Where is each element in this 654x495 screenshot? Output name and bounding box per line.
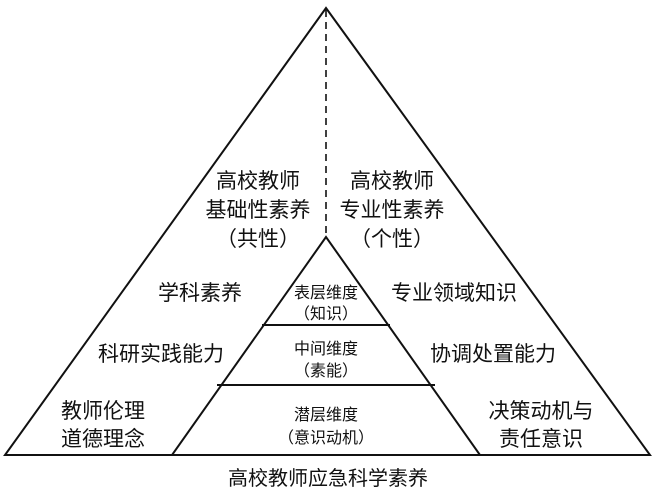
left-title-line-1: 高校教师 — [216, 169, 300, 193]
inner-latent-line-1: 潜层维度 — [294, 405, 358, 424]
right-item-coordination: 协调处置能力 — [430, 342, 556, 366]
right-item-decision-line-2: 责任意识 — [499, 427, 583, 451]
left-item-research: 科研实践能力 — [98, 342, 224, 366]
right-title-line-1: 高校教师 — [350, 169, 434, 193]
left-item-subject: 学科素养 — [158, 281, 242, 305]
diagram-caption: 高校教师应急科学素养 — [228, 466, 428, 490]
inner-latent-line-2: （意识动机） — [278, 428, 374, 447]
right-title-line-2: 专业性素养 — [340, 198, 445, 222]
inner-surface-line-2: （知识） — [294, 304, 358, 323]
left-title-line-2: 基础性素养 — [206, 198, 311, 222]
left-title-line-3: （共性） — [216, 227, 300, 251]
inner-triangle — [170, 235, 482, 456]
inner-middle-line-1: 中间维度 — [294, 339, 358, 358]
left-item-ethics-line-2: 道德理念 — [61, 427, 145, 451]
right-item-domain: 专业领域知识 — [391, 281, 517, 305]
outer-triangle — [3, 6, 652, 456]
right-title-line-3: （个性） — [350, 227, 434, 251]
right-item-decision-line-1: 决策动机与 — [489, 399, 594, 423]
left-item-ethics-line-1: 教师伦理 — [61, 399, 145, 423]
inner-middle-line-2: （素能） — [294, 361, 358, 380]
inner-surface-line-1: 表层维度 — [294, 283, 358, 302]
